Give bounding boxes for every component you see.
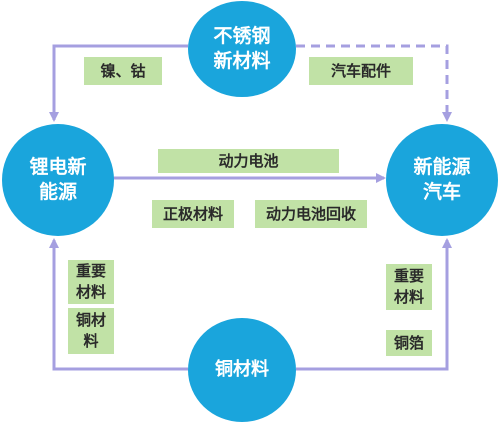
- label-key-material-right: 重要 材料: [386, 264, 432, 310]
- edge-stainless-to-nev: [296, 44, 452, 122]
- node-copper-material: 铜材料: [188, 318, 296, 422]
- label-key-material-left: 重要 材料: [68, 260, 114, 304]
- label-copper-material-left: 铜材 料: [68, 308, 114, 354]
- node-stainless-steel: 不锈钢 新材料: [188, 1, 296, 97]
- label-power-battery: 动力电池: [158, 149, 339, 173]
- label-auto-parts: 汽车配件: [309, 57, 413, 85]
- label-cathode-material: 正极材料: [152, 200, 234, 228]
- edge-copper-to-nev: [296, 238, 452, 371]
- label-copper-foil: 铜箔: [386, 330, 432, 356]
- edge-copper-to-lithium: [49, 238, 188, 371]
- node-lithium-energy: 锂电新 能源: [2, 124, 114, 236]
- label-nickel-cobalt: 镍、钴: [84, 57, 162, 85]
- label-battery-recycling: 动力电池回收: [255, 200, 367, 228]
- node-new-energy-vehicle: 新能源 汽车: [386, 124, 498, 236]
- edge-stainless-to-lithium: [49, 44, 188, 122]
